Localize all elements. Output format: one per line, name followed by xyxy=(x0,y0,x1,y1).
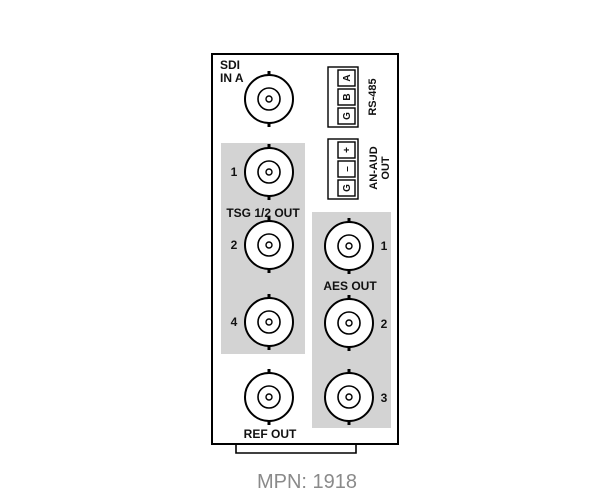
rs485-terminal-a: A xyxy=(342,74,353,81)
tsg-port-1-number: 1 xyxy=(231,165,238,179)
tsg-port-2-number: 2 xyxy=(231,238,238,252)
an-aud-terminal-plus: + xyxy=(342,147,353,153)
an-aud-label-line2: OUT xyxy=(380,156,392,180)
aes-port-2-number: 2 xyxy=(381,317,388,331)
sdi-label-line1: SDI xyxy=(220,58,240,72)
rs485-terminal-g: G xyxy=(342,112,353,120)
rs485-label: RS-485 xyxy=(367,78,379,115)
an-aud-terminal-g: G xyxy=(342,184,353,192)
an-aud-label-line1: AN-AUD xyxy=(368,146,380,189)
module-bottom-tab xyxy=(235,444,357,454)
rs485-terminal-b: B xyxy=(342,93,353,100)
aes-label: AES OUT xyxy=(323,279,377,293)
aes-port-3-number: 3 xyxy=(381,391,388,405)
an-aud-terminal-minus: – xyxy=(342,166,353,172)
an-aud-terminal-block-icon[interactable]: + – G xyxy=(327,138,359,200)
aes-port-1-number: 1 xyxy=(381,239,388,253)
mpn-label: MPN: 1918 xyxy=(257,471,357,493)
ref-out-label: REF OUT xyxy=(244,427,297,441)
sdi-label-line2: IN A xyxy=(220,71,244,85)
rs485-terminal-block-icon[interactable]: A B G xyxy=(327,66,359,128)
tsg-port-4-number: 4 xyxy=(231,315,238,329)
tsg-label: TSG 1/2 OUT xyxy=(226,206,300,220)
